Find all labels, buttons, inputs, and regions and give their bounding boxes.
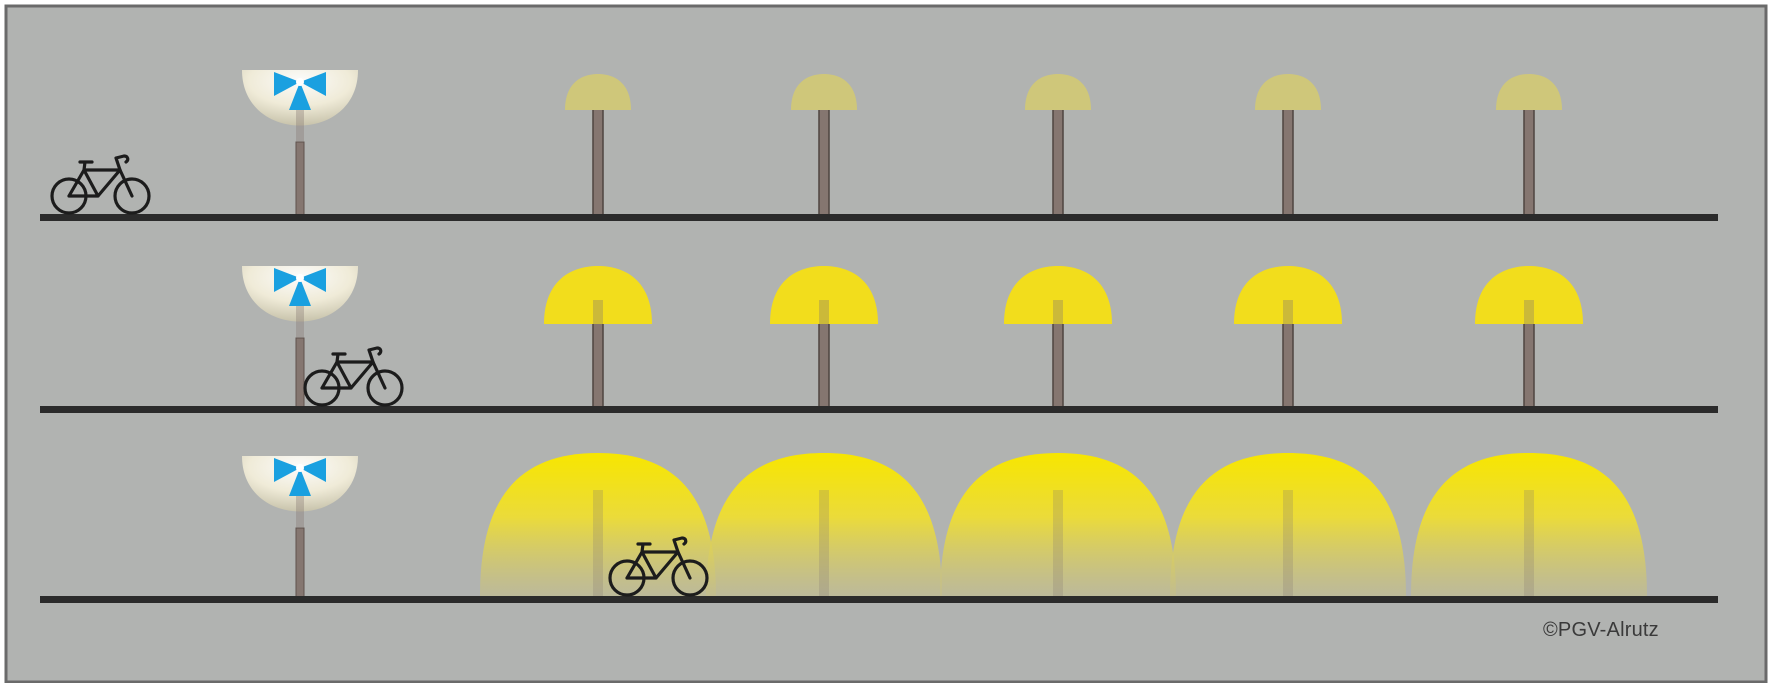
lamp-pole [1283, 490, 1293, 598]
lamp-pole [1283, 108, 1293, 216]
lamp-pole [593, 108, 603, 216]
street-lamp [819, 490, 829, 598]
street-lamp [593, 490, 603, 598]
ground-line [40, 406, 1718, 413]
street-lamp [1524, 490, 1534, 598]
lamp-pole [593, 490, 603, 598]
sensor-pole [296, 338, 304, 408]
ground-line [40, 214, 1718, 221]
street-lamp [1053, 490, 1063, 598]
lamp-pole [819, 108, 829, 216]
sensor-pole [296, 528, 304, 598]
lamp-pole [1053, 490, 1063, 598]
lamp-pole [1053, 108, 1063, 216]
lamp-pole [1524, 490, 1534, 598]
ground-line [40, 596, 1718, 603]
street-lamp [1283, 490, 1293, 598]
sensor-pole [296, 142, 304, 216]
lamp-pole [1524, 108, 1534, 216]
lamp-pole [819, 490, 829, 598]
copyright-credit: ©PGV-Alrutz [1543, 619, 1659, 642]
